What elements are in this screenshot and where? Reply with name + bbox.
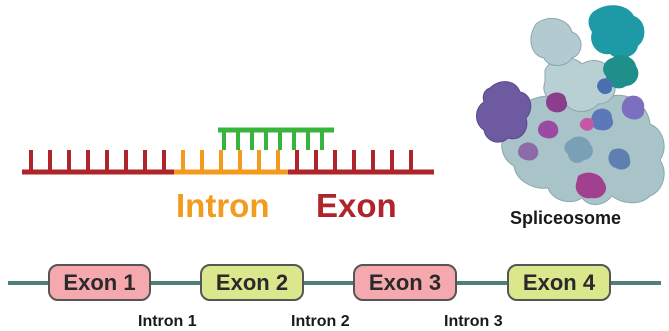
exon-4-box: Exon 4 — [507, 264, 611, 301]
intron-1-label: Intron 1 — [138, 313, 197, 330]
exon-1-box: Exon 1 — [48, 264, 151, 301]
rna-strand — [218, 127, 334, 150]
spliceosome-label: Spliceosome — [510, 208, 622, 228]
exon-2-box: Exon 2 — [200, 264, 304, 301]
pre-mrna-strand — [22, 150, 434, 175]
exon-label: Exon — [316, 187, 397, 224]
exon-3-box: Exon 3 — [353, 264, 457, 301]
intron-label: Intron — [176, 187, 270, 224]
spliceosome-icon — [476, 5, 665, 205]
intron-2-label: Intron 2 — [291, 313, 350, 330]
intron-3-label: Intron 3 — [444, 313, 503, 330]
